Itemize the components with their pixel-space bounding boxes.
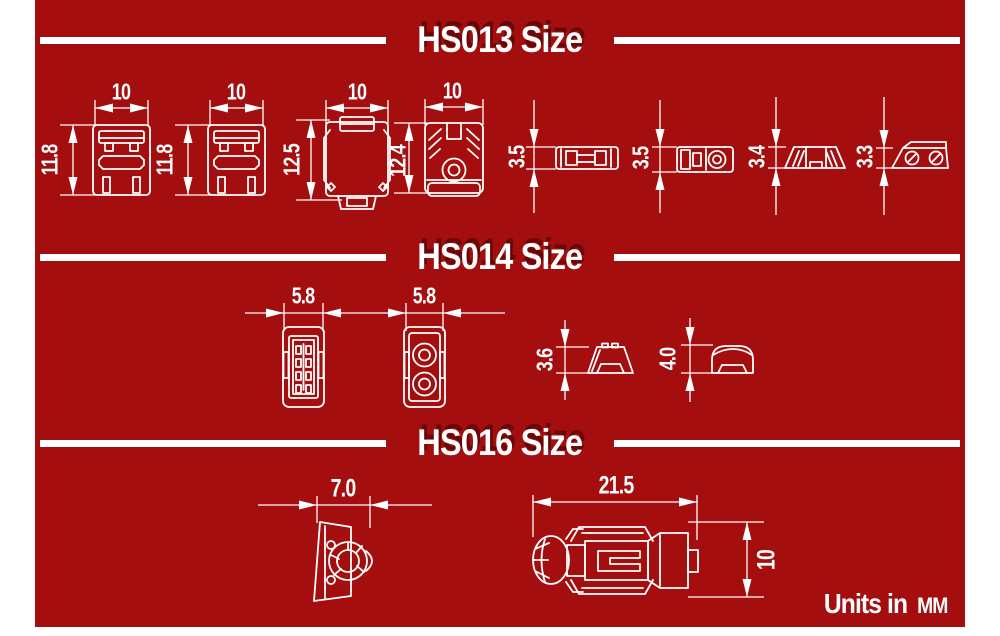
section-header-hs013: HS013 Size [35, 18, 965, 62]
dim-label-hs013-height-3: 12.5 [278, 144, 305, 176]
dim-label-hs013-thickness-3: 3.4 [743, 145, 770, 169]
section-title-hs013: HS013 Size [417, 19, 584, 60]
dim-label-hs013-thickness-4: 3.3 [851, 145, 878, 169]
dim-label-hs014-width-1: 5.8 [291, 282, 315, 309]
dim-label-hs016-height-1: 10 [752, 549, 781, 571]
section-header-hs014: HS014 Size [35, 235, 965, 279]
hs013-side-view-4-drawing [892, 142, 948, 168]
hs016-wrist-plate-drawing [314, 522, 372, 601]
header-rule-right [613, 36, 961, 44]
header-rule-left [40, 439, 387, 447]
dim-label-hs013-width-3: 10 [347, 78, 367, 105]
dim-label-hs016-width-1: 7.0 [330, 474, 357, 503]
units-note: Units in MM [824, 588, 949, 620]
dim-label-hs016-width-2: 21.5 [598, 471, 635, 500]
hs014-plate-back-drawing [404, 327, 445, 407]
dim-label-hs013-width-4: 10 [442, 77, 462, 104]
dim-label-hs013-thickness-2: 3.5 [627, 146, 654, 170]
hs014-dim-graphics [245, 303, 713, 402]
hs013-dim-graphics [60, 97, 893, 215]
hs014-plate-front-drawing [283, 327, 324, 407]
hs014-side-view-1-drawing [588, 344, 633, 374]
dim-label-hs013-width-1: 10 [111, 78, 131, 105]
hs013-side-view-1-drawing [556, 147, 618, 169]
header-rule-left [40, 36, 387, 44]
dim-label-hs013-width-2: 10 [226, 78, 246, 105]
section-title-hs014: HS014 Size [417, 236, 584, 277]
dim-label-hs013-thickness-1: 3.5 [503, 145, 530, 169]
hs013-hand-back-drawing [324, 117, 390, 209]
section-header-hs016: HS016 Size [35, 421, 965, 465]
dim-label-hs014-width-2: 5.8 [412, 282, 436, 309]
units-note-unit: MM [917, 593, 949, 618]
hs016-wrist-joint-drawing [533, 527, 698, 594]
hs013-side-view-2-drawing [677, 147, 733, 172]
hs013-hand-plate-2-drawing [207, 124, 266, 196]
header-rule-left [40, 253, 387, 261]
units-note-prefix: Units in [824, 588, 908, 619]
hs016-dim-graphics [258, 495, 764, 597]
dim-label-hs014-height-1: 3.6 [531, 348, 558, 372]
hs013-fist-drawing [425, 123, 483, 196]
dim-label-hs013-height-1: 11.8 [36, 144, 63, 176]
header-rule-right [613, 439, 961, 447]
dim-label-hs013-height-4: 12.4 [384, 145, 411, 177]
hs014-side-view-2-drawing [712, 346, 753, 373]
dim-label-hs014-height-2: 4.0 [654, 347, 681, 371]
dim-label-hs013-height-2: 11.8 [151, 144, 178, 176]
hs013-side-view-3-drawing [785, 147, 845, 168]
header-rule-right [613, 253, 961, 261]
hs013-hand-plate-1-drawing [93, 125, 150, 195]
section-title-hs016: HS016 Size [417, 422, 584, 463]
